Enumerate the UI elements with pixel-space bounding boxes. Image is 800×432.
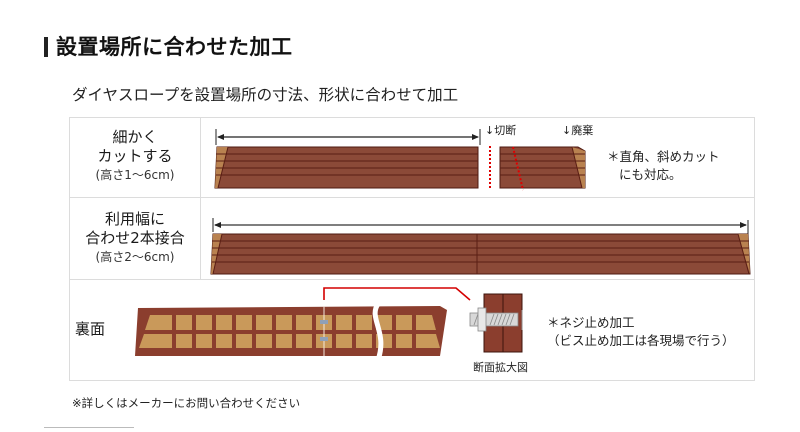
table-divider [69,279,755,280]
discard-label: ↓廃棄 [562,124,594,137]
fine-cut-diagram [214,129,586,191]
row-label-note: (高さ2～6cm) [95,250,175,264]
back-side-diagram [135,287,523,361]
row-label-join: 利用幅に 合わせ2本接合 (高さ2～6cm) [70,210,200,266]
row-label-note: (高さ1～6cm) [95,168,175,182]
cut-note-line: ＊直角、斜めカット [607,149,720,164]
table-divider [69,197,755,198]
cut-note: ＊直角、斜めカット にも対応。 [607,148,720,184]
footnote: ※詳しくはメーカーにお問い合わせください [72,396,301,410]
row-label-fine-cut: 細かく カットする (高さ1～6cm) [70,128,200,184]
join-diagram [210,218,751,275]
row-label-line: 細かく [112,128,158,146]
page-title: 設置場所に合わせた加工 [56,35,293,59]
screw-note: ＊ネジ止め加工 （ビス止め加工は各現場で行う） [547,314,735,350]
cut-label: ↓切断 [485,124,517,137]
cut-note-line: にも対応。 [619,167,682,182]
row-label-line: 利用幅に [104,210,165,228]
bottom-divider [44,427,134,428]
page-subtitle: ダイヤスロープを設置場所の寸法、形状に合わせて加工 [72,86,459,104]
title-accent-bar [44,37,48,57]
table-column-divider [200,117,201,280]
screw-note-line: ＊ネジ止め加工 [547,315,635,330]
cross-section-caption: 断面拡大図 [473,361,528,374]
row-label-back: 裏面 [60,320,120,339]
screw-note-line: （ビス止め加工は各現場で行う） [547,333,735,348]
row-label-line: カットする [97,147,173,165]
processing-table [69,117,755,381]
row-label-line: 合わせ2本接合 [85,229,185,247]
row-label-line: 裏面 [74,320,105,338]
